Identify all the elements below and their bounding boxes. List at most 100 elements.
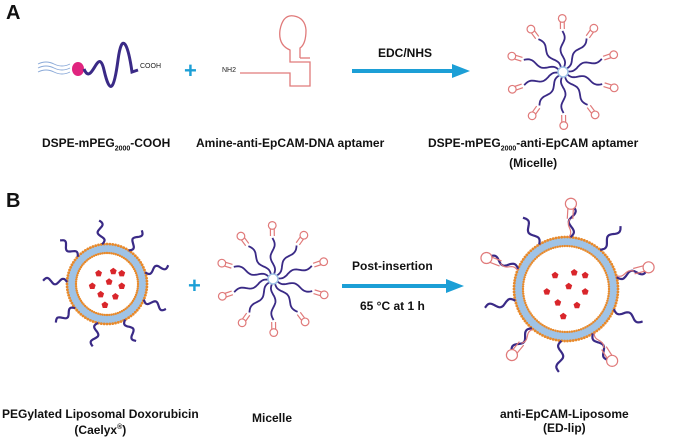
aptamer-stem: [601, 346, 613, 360]
micelle-a-core: [557, 66, 569, 78]
caelyx-head-outer: [105, 322, 109, 326]
caelyx-head-outer: [86, 247, 90, 251]
ed-lip-head-outer: [557, 236, 561, 239]
aptamer-hairpin: [240, 15, 311, 87]
ed-lip-head-inner: [606, 297, 610, 300]
caelyx-head-inner: [130, 301, 134, 304]
ed-lip-head-outer: [616, 290, 620, 294]
ed-lip-head-inner: [539, 322, 542, 325]
micelle-b-peg-chain: [269, 281, 277, 321]
ed-lip-head-inner: [565, 330, 569, 334]
ed-lip-head-inner: [607, 292, 610, 295]
ed-lip-head-inner: [551, 328, 555, 332]
caelyx-head-inner: [103, 313, 106, 317]
caelyx-peg-chain: [142, 299, 167, 312]
aptamer-loop: [642, 261, 655, 274]
ed-lip-head-inner: [607, 283, 610, 286]
aptamer-loop: [507, 84, 517, 94]
caelyx-head-inner: [136, 276, 139, 279]
ed-lip-head-outer: [613, 270, 617, 274]
arrow-label-condition: 65 °C at 1 h: [360, 299, 425, 313]
caelyx-head-outer: [111, 322, 115, 325]
aptamer-loop: [236, 231, 246, 241]
ed-lip-head-outer: [531, 247, 535, 251]
caelyx-head-outer: [131, 312, 135, 316]
ed-lip-head-outer: [538, 332, 542, 336]
aptamer-loop: [319, 290, 329, 300]
ed-lip-head-inner: [558, 245, 562, 248]
micelle-a-peg-chain: [564, 38, 588, 71]
ed-lip-head-outer: [588, 241, 591, 245]
aptamer-loop: [559, 121, 569, 130]
ed-lip-head-inner: [590, 253, 593, 256]
ed-lip-head-inner: [577, 328, 581, 332]
ed-lip-head-inner: [532, 316, 535, 319]
caelyx-head-outer: [139, 260, 143, 264]
caelyx-head-outer: [88, 246, 92, 250]
ed-lip-head-outer: [513, 279, 517, 282]
ed-lip-head-outer: [615, 298, 619, 302]
caelyx-head-inner: [76, 271, 80, 275]
ed-lip-head-inner: [592, 320, 595, 324]
caelyx-head-outer: [140, 263, 144, 267]
caelyx-peg-chain: [89, 322, 100, 348]
ed-lip-peg-chain: [555, 340, 565, 373]
caelyx-head-outer: [129, 314, 133, 318]
caelyx-head-inner: [83, 304, 87, 308]
caelyx-head-outer: [143, 268, 146, 272]
micelle-a-peg-chain: [559, 74, 567, 114]
aptamer-loop: [299, 230, 309, 240]
mpeg-chain: [82, 41, 139, 88]
ed-lip-head-inner: [584, 326, 587, 329]
ed-lip-head-outer: [601, 323, 605, 327]
ed-lip-head-outer: [549, 237, 552, 241]
ed-lip-head-inner: [523, 276, 526, 279]
ed-lip-head-inner: [522, 278, 526, 281]
ed-lip-peg-chain: [599, 226, 622, 251]
caelyx-head-inner: [136, 289, 139, 292]
caelyx-head-outer: [69, 299, 73, 303]
ed-lip-head-inner: [522, 283, 525, 286]
caelyx-head-outer: [97, 243, 100, 247]
ed-lip-head-outer: [568, 339, 572, 343]
caelyx-head-inner: [101, 313, 104, 316]
ed-lip-head-inner: [600, 312, 603, 315]
caelyx-head-outer: [114, 321, 117, 325]
caelyx-head-outer: [79, 252, 83, 256]
ed-lip-head-outer: [521, 317, 525, 321]
ed-lip-head-inner: [561, 244, 564, 248]
ed-lip-head-inner: [554, 246, 557, 249]
ed-lip-head-inner: [535, 256, 539, 259]
caelyx-head-outer: [66, 291, 70, 294]
ed-lip-head-inner: [603, 306, 607, 309]
caelyx-head-inner: [110, 313, 113, 316]
ed-lip-head-outer: [551, 237, 555, 240]
caelyx-head-inner: [85, 306, 88, 309]
caelyx-head-inner: [124, 307, 127, 311]
ed-lip-head-outer: [577, 237, 581, 240]
caelyx-peg-chain: [42, 276, 68, 286]
caelyx-head-inner: [77, 295, 81, 299]
caelyx-head-outer: [108, 322, 112, 326]
ed-lip-head-outer: [580, 237, 583, 241]
ed-lip-peg-chain: [612, 308, 643, 324]
ed-lip-head-inner: [573, 245, 576, 248]
micelle-b-peg-chain: [233, 265, 271, 279]
ed-lip-head-outer: [523, 255, 527, 259]
ed-lip-head-outer: [514, 301, 518, 305]
cooh-tag: COOH: [140, 63, 161, 70]
caelyx-head-inner: [134, 293, 138, 297]
caelyx-head-outer: [144, 274, 148, 277]
aptamer-loop: [300, 317, 310, 327]
ed-lip-head-outer: [525, 253, 529, 257]
caelyx-head-inner: [105, 313, 109, 317]
ed-lip-head-outer: [614, 301, 618, 305]
ed-lip-head-outer: [585, 239, 589, 243]
ed-lip-head-outer: [605, 319, 609, 323]
ed-lip-head-outer: [512, 287, 516, 291]
ed-lip-head-inner: [556, 245, 559, 248]
ed-lip-head-outer: [574, 338, 578, 342]
caelyx-head-inner: [129, 303, 132, 306]
caelyx-head-inner: [134, 271, 138, 275]
caelyx-head-outer: [139, 304, 143, 308]
